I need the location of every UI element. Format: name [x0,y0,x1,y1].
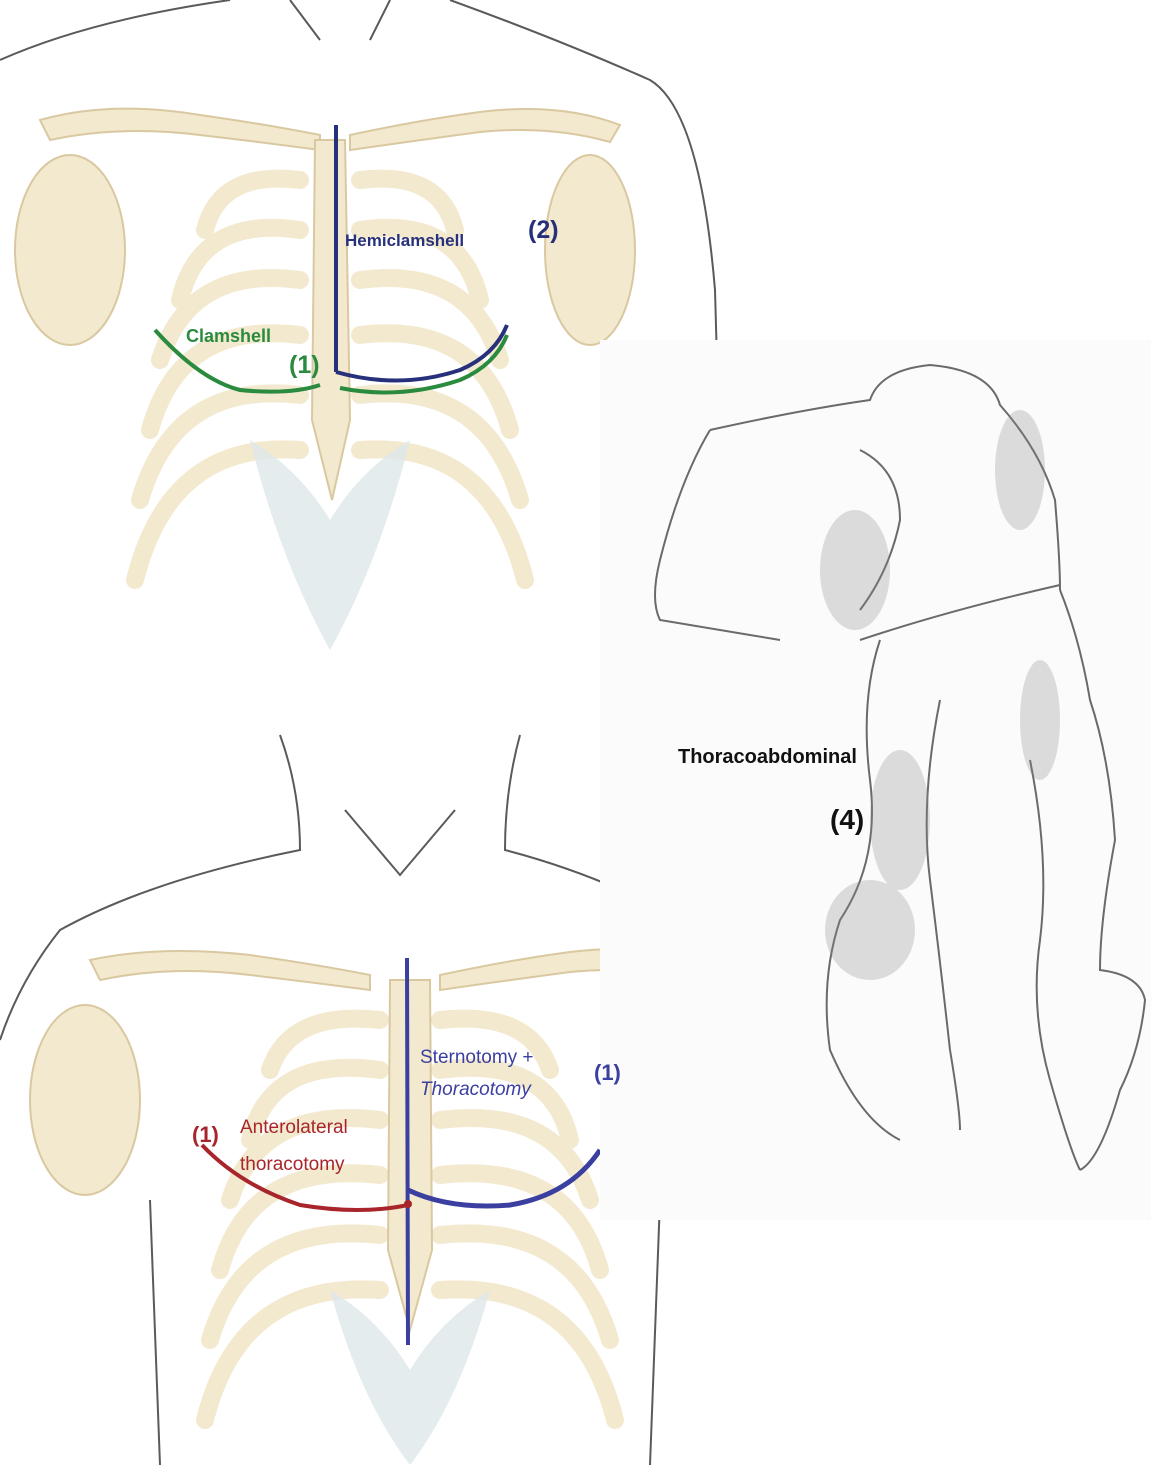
anterolateral-label-line1: Anterolateral [240,1118,348,1137]
thoracoabdominal-sketch [600,340,1151,1220]
thoracoabdominal-label: Thoracoabdominal [678,747,857,767]
sternotomy-label-line2: Thoracotomy [420,1080,531,1099]
hemiclamshell-label: Hemiclamshell [345,232,464,249]
sternotomy-label-line1: Sternotomy + [420,1048,534,1067]
sternotomy-number: (1) [594,1062,621,1084]
anterolateral-number: (1) [192,1124,219,1146]
hemiclamshell-number: (2) [528,218,559,243]
incision-junction-dot [404,1200,412,1208]
sternotomy-incision [407,958,408,1345]
clamshell-number: (1) [289,353,320,378]
anterolateral-label-line2: thoracotomy [240,1155,345,1174]
clamshell-label: Clamshell [186,327,271,345]
thoracoabdominal-number: (4) [830,806,864,834]
